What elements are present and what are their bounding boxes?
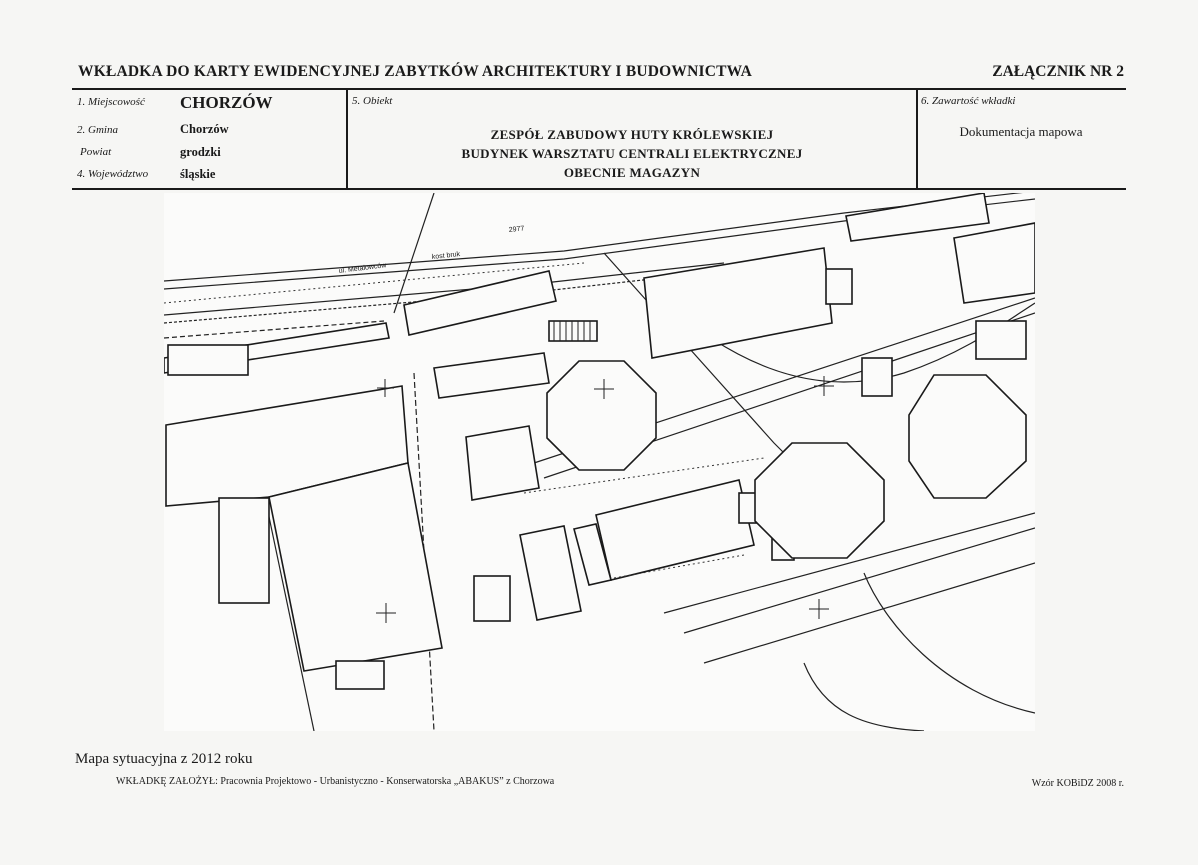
- object-line-2: BUDYNEK WARSZTATU CENTRALI ELEKTRYCZNEJ: [461, 146, 803, 161]
- founder-note: WKŁADKĘ ZAŁOŻYŁ: Pracownia Projektowo - …: [116, 776, 555, 787]
- octagon-tank-1: [546, 360, 657, 471]
- building-row-middle: [403, 270, 557, 336]
- building-top-left: [167, 344, 249, 376]
- object-line-3: OBECNIE MAGAZYN: [563, 165, 701, 180]
- situational-map: ul. Metalowców 2977 kost bruk: [163, 190, 1036, 732]
- building-small-d: [861, 357, 893, 397]
- building-top-center-annex: [825, 268, 853, 305]
- map-drawing: ul. Metalowców 2977 kost bruk: [163, 190, 1036, 732]
- survey-cross-3: [814, 376, 834, 396]
- building-large-main: [268, 462, 443, 672]
- building-top-right: [845, 192, 990, 242]
- thin-line-2: [393, 192, 435, 314]
- object-label: 5. Obiekt: [352, 95, 393, 107]
- content-value: Dokumentacja mapowa: [959, 124, 1083, 139]
- column-divider-1: [346, 89, 348, 189]
- survey-cross-5: [377, 379, 394, 397]
- building-small-a: [473, 575, 511, 622]
- building-target: [595, 479, 755, 581]
- stair-block: [548, 320, 598, 342]
- octagon-tank-3: [908, 374, 1027, 499]
- building-top-center: [643, 247, 833, 359]
- commune-value: Chorzów: [180, 122, 229, 136]
- stair-hatch: [553, 321, 591, 341]
- curve-track: [803, 662, 925, 732]
- locality-label: 1. Miejscowość: [77, 96, 145, 108]
- sheet-title: WKŁADKA DO KARTY EWIDENCYJNEJ ZABYTKÓW A…: [78, 63, 753, 80]
- rail-line-4: [683, 527, 1036, 634]
- fence-line-1: [163, 262, 585, 304]
- building-row-lower: [433, 352, 550, 399]
- curve-track-2: [863, 572, 1036, 714]
- map-caption: Mapa sytuacyjna z 2012 roku: [75, 751, 253, 767]
- voivodeship-value: śląskie: [180, 167, 216, 181]
- octagon-tank-2: [754, 442, 885, 559]
- attachment-number: ZAŁĄCZNIK NR 2: [992, 63, 1124, 80]
- survey-cross-4: [809, 599, 829, 619]
- number-label: 2977: [508, 225, 524, 234]
- fence-line-3: [613, 554, 745, 579]
- rail-track-1: [163, 320, 385, 339]
- building-annex-left: [218, 497, 270, 604]
- building-wing-a: [519, 525, 582, 621]
- building-small-bottom: [335, 660, 385, 690]
- voivodeship-label: 4. Województwo: [77, 168, 149, 180]
- rail-line-3: [663, 512, 1036, 614]
- thin-line-3: [263, 492, 315, 732]
- form-version: Wzór KOBiDZ 2008 r.: [1031, 778, 1124, 789]
- pavement-label: kost bruk: [431, 251, 460, 261]
- building-wing-b: [573, 523, 612, 586]
- county-value: grodzki: [180, 145, 221, 159]
- rail-line-5: [703, 562, 1036, 664]
- object-line-1: ZESPÓŁ ZABUDOWY HUTY KRÓLEWSKIEJ: [490, 127, 774, 142]
- commune-label: 2. Gmina: [77, 124, 118, 136]
- survey-cross-1: [376, 603, 396, 623]
- column-divider-2: [916, 89, 918, 189]
- building-small-c: [975, 320, 1027, 360]
- thin-line-4: [413, 372, 435, 732]
- header-bottom-rule: [72, 188, 1126, 190]
- content-label: 6. Zawartość wkładki: [921, 95, 1016, 107]
- locality-value: CHORZÓW: [180, 93, 273, 112]
- header-top-rule: [72, 88, 1126, 90]
- building-workshop: [465, 425, 540, 501]
- county-label: Powiat: [80, 146, 112, 158]
- building-far-right: [953, 222, 1036, 304]
- survey-cross-2: [594, 379, 614, 399]
- fence-line-2: [523, 457, 765, 494]
